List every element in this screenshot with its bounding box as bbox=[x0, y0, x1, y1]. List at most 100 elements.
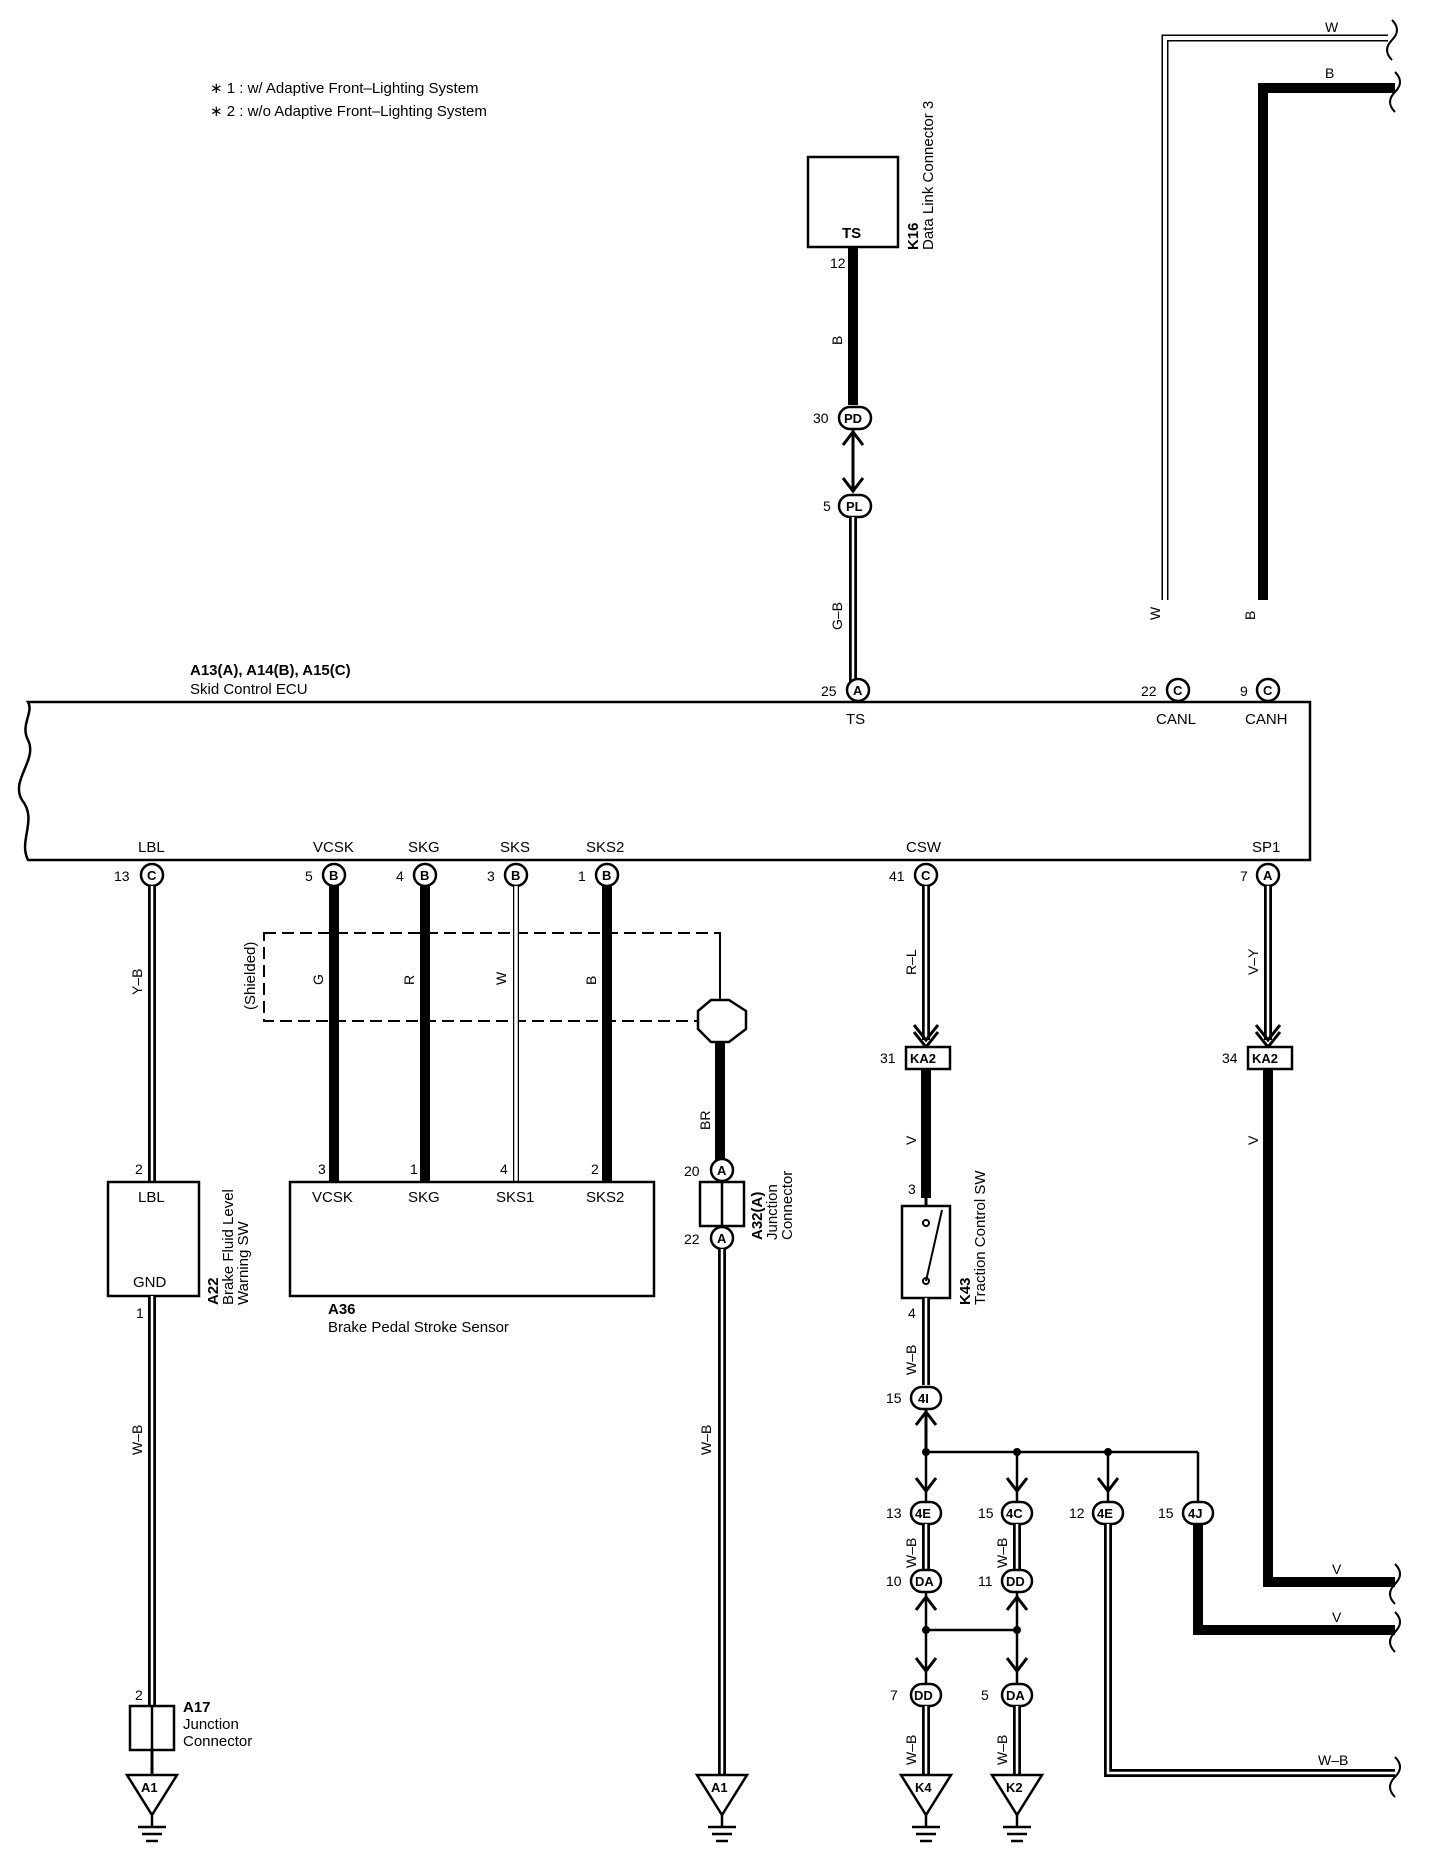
wire-label: B bbox=[829, 336, 845, 345]
wire-label: V bbox=[1332, 1609, 1342, 1625]
dlc3-pin: 12 bbox=[830, 255, 846, 271]
svg-text:5: 5 bbox=[305, 868, 313, 884]
svg-text:4I: 4I bbox=[918, 1391, 929, 1406]
svg-text:15: 15 bbox=[978, 1505, 994, 1521]
svg-text:4: 4 bbox=[500, 1161, 508, 1177]
ground-icon: K2 bbox=[989, 1773, 1045, 1843]
ecu-terminal-ts: A 25 TS bbox=[821, 677, 871, 728]
ecu-term-sp1: SP1 bbox=[1252, 839, 1280, 856]
svg-text:C: C bbox=[1173, 683, 1183, 698]
svg-text:3: 3 bbox=[487, 868, 495, 884]
svg-text:CANL: CANL bbox=[1156, 711, 1196, 728]
svg-text:C: C bbox=[147, 868, 157, 883]
skid-control-ecu bbox=[17, 700, 1312, 862]
svg-text:DD: DD bbox=[1006, 1574, 1025, 1589]
wire-label: W bbox=[1325, 19, 1339, 35]
wire-label: W–B bbox=[1318, 1752, 1348, 1768]
svg-text:KA2: KA2 bbox=[1252, 1051, 1278, 1066]
svg-text:LBL: LBL bbox=[138, 1189, 165, 1206]
svg-text:PL: PL bbox=[846, 499, 863, 514]
connector-ka2-34: KA2 34 bbox=[1222, 1045, 1294, 1071]
svg-text:22: 22 bbox=[684, 1231, 700, 1247]
ecu-pin-sks: B 3 bbox=[487, 862, 529, 888]
a22-pin-top: 2 bbox=[135, 1161, 143, 1177]
svg-text:DA: DA bbox=[1006, 1688, 1025, 1703]
svg-text:Traction Control SW: Traction Control SW bbox=[972, 1170, 989, 1305]
wire-label: W–B bbox=[994, 1538, 1010, 1568]
svg-text:4C: 4C bbox=[1006, 1506, 1023, 1521]
svg-text:13: 13 bbox=[114, 868, 130, 884]
svg-text:A1: A1 bbox=[141, 1780, 158, 1795]
a17-pin: 2 bbox=[135, 1687, 143, 1703]
break-mark-icon bbox=[1389, 1611, 1401, 1653]
svg-text:VCSK: VCSK bbox=[312, 1189, 353, 1206]
svg-text:15: 15 bbox=[1158, 1505, 1174, 1521]
shield-ground-icon bbox=[696, 998, 748, 1044]
svg-text:Connector: Connector bbox=[183, 1733, 252, 1750]
connector-dd-7: DD 7 bbox=[890, 1682, 943, 1708]
wire-label: R–L bbox=[903, 949, 919, 975]
ecu-pin-sp1: A 7 bbox=[1240, 862, 1281, 888]
svg-text:TS: TS bbox=[846, 711, 865, 728]
svg-text:KA2: KA2 bbox=[910, 1051, 936, 1066]
svg-text:3: 3 bbox=[318, 1161, 326, 1177]
svg-text:B: B bbox=[329, 868, 338, 883]
ground-icon: A1 bbox=[124, 1773, 180, 1843]
svg-text:41: 41 bbox=[889, 868, 905, 884]
svg-text:A36: A36 bbox=[328, 1301, 356, 1318]
dlc3-terminal: TS bbox=[842, 225, 861, 242]
break-mark-icon bbox=[1386, 19, 1398, 61]
ecu-term-sks2: SKS2 bbox=[586, 839, 624, 856]
wire-label: BR bbox=[697, 1111, 713, 1130]
dlc3-connector: TS K16 Data Link Connector 3 12 bbox=[806, 101, 937, 271]
wire-label: W–B bbox=[903, 1345, 919, 1375]
connector-4j: 4J 15 bbox=[1158, 1500, 1215, 1526]
wire-label: V bbox=[903, 1135, 919, 1145]
break-mark-icon bbox=[1389, 1563, 1401, 1605]
ecu-term-sks: SKS bbox=[500, 839, 530, 856]
svg-text:C: C bbox=[921, 868, 931, 883]
shield-box bbox=[263, 932, 721, 1022]
ecu-pin-skg: B 4 bbox=[396, 862, 438, 888]
svg-text:A: A bbox=[717, 1231, 727, 1246]
connector-pd: PD 30 bbox=[813, 405, 873, 431]
svg-text:2: 2 bbox=[591, 1161, 599, 1177]
a22-pin-bot: 1 bbox=[136, 1305, 144, 1321]
ecu-terminal-canl: C 22 CANL bbox=[1141, 677, 1196, 728]
ecu-pin-lbl: C 13 bbox=[114, 862, 165, 888]
wire-label: Y–B bbox=[129, 969, 145, 995]
svg-text:25: 25 bbox=[821, 683, 837, 699]
svg-text:A32(A): A32(A) bbox=[749, 1192, 766, 1240]
svg-text:SKG: SKG bbox=[408, 1189, 440, 1206]
svg-text:5: 5 bbox=[823, 498, 831, 514]
wire-label: G bbox=[310, 974, 326, 985]
svg-text:DD: DD bbox=[914, 1688, 933, 1703]
svg-text:9: 9 bbox=[1240, 683, 1248, 699]
wire-label: V–Y bbox=[1245, 948, 1261, 975]
ecu-term-vcsk: VCSK bbox=[313, 839, 354, 856]
svg-text:B: B bbox=[511, 868, 520, 883]
ecu-pin-vcsk: B 5 bbox=[305, 862, 347, 888]
svg-text:7: 7 bbox=[1240, 868, 1248, 884]
ground-icon: A1 bbox=[694, 1773, 750, 1843]
connector-ka2-31: KA2 31 bbox=[880, 1045, 952, 1071]
svg-text:30: 30 bbox=[813, 410, 829, 426]
connector-4e-12: 4E 12 bbox=[1069, 1500, 1125, 1526]
note-1: ∗ 1 : w/ Adaptive Front–Lighting System bbox=[210, 80, 479, 97]
brake-pedal-stroke-sensor: 3 1 4 2 VCSK SKG SKS1 SKS2 A36 Brake Ped… bbox=[288, 1161, 656, 1336]
ecu-pin-sks2: B 1 bbox=[578, 862, 620, 888]
svg-text:K43: K43 bbox=[957, 1277, 974, 1305]
svg-text:K2: K2 bbox=[1006, 1780, 1023, 1795]
ecu-terminal-canh: C 9 CANH bbox=[1240, 677, 1288, 728]
connector-da-10: DA 10 bbox=[886, 1568, 943, 1594]
svg-text:PD: PD bbox=[844, 411, 862, 426]
svg-text:CANH: CANH bbox=[1245, 711, 1288, 728]
svg-text:Connector: Connector bbox=[779, 1171, 796, 1240]
svg-text:Warning SW: Warning SW bbox=[235, 1221, 252, 1305]
svg-text:4E: 4E bbox=[1097, 1506, 1113, 1521]
svg-text:1: 1 bbox=[410, 1161, 418, 1177]
connector-4i: 4I 15 bbox=[886, 1385, 943, 1411]
svg-text:12: 12 bbox=[1069, 1505, 1085, 1521]
k43-pin-bot: 4 bbox=[908, 1305, 916, 1321]
